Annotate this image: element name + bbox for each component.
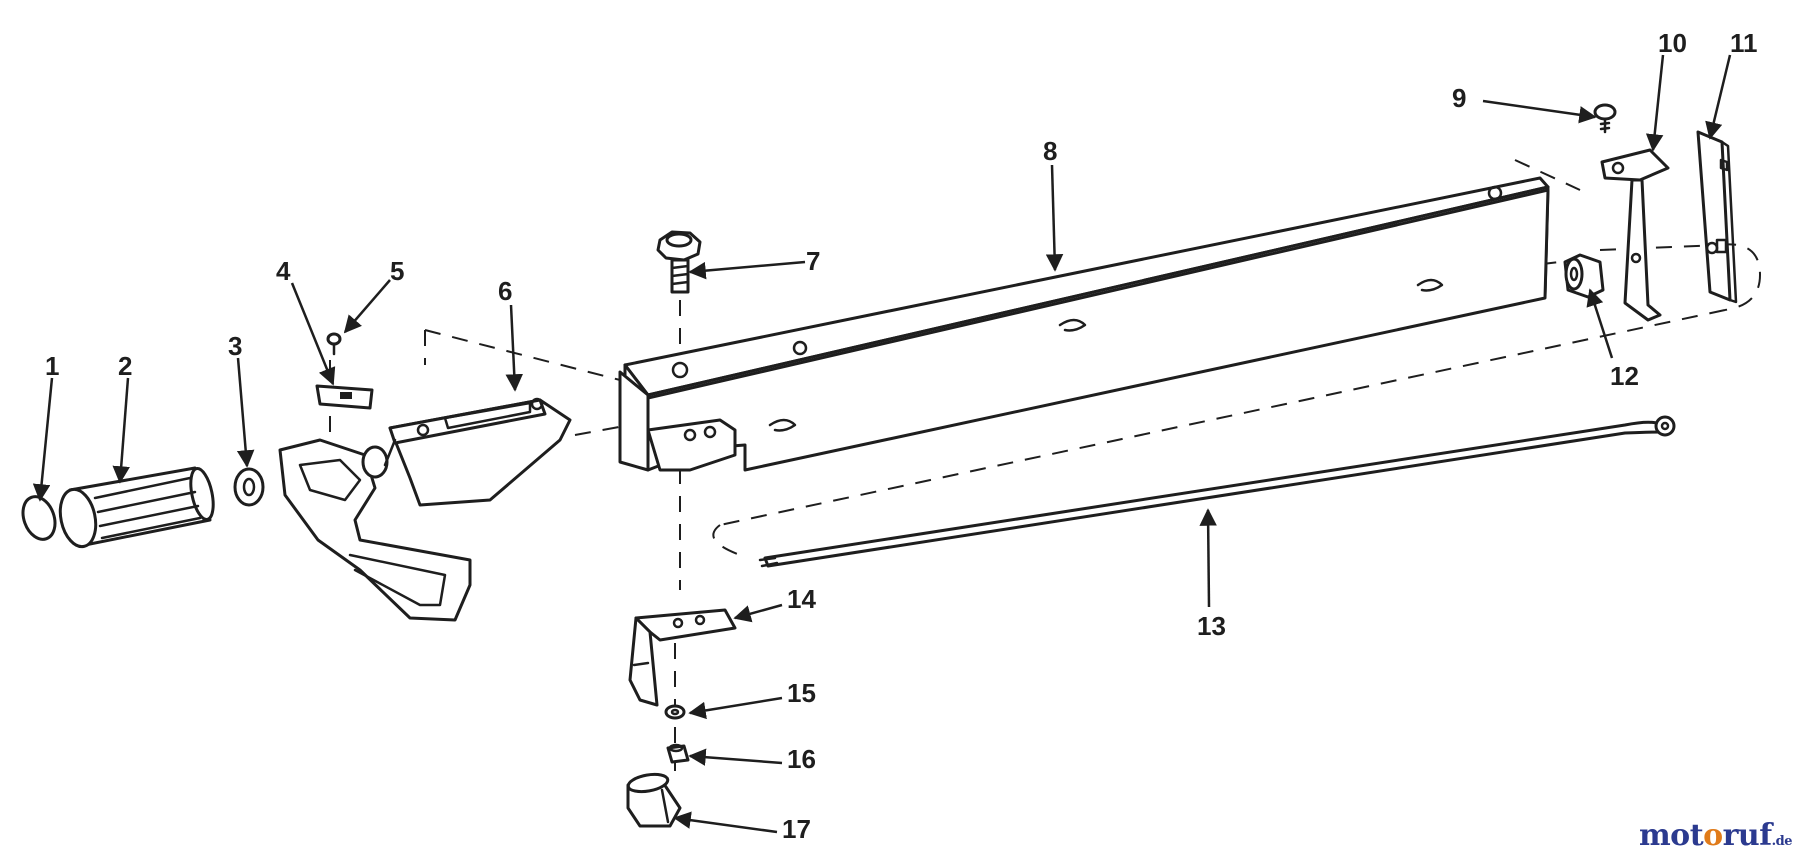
part-16-nut bbox=[666, 743, 690, 764]
callout-11: 11 bbox=[1730, 28, 1758, 58]
callout-15: 15 bbox=[787, 678, 816, 708]
part-13-rod bbox=[758, 415, 1676, 568]
callout-6: 6 bbox=[498, 276, 512, 306]
watermark-logo: motoruf.de bbox=[1638, 818, 1793, 853]
callout-8: 8 bbox=[1043, 136, 1057, 166]
callout-12: 12 bbox=[1610, 361, 1639, 391]
callout-5: 5 bbox=[390, 256, 404, 286]
callout-17: 17 bbox=[782, 814, 811, 844]
watermark-tld: .de bbox=[1771, 834, 1793, 849]
callout-10: 10 bbox=[1658, 28, 1687, 58]
part-12-cushion bbox=[1563, 253, 1605, 299]
part-9-screw bbox=[1593, 103, 1617, 134]
part-15-lock-washer bbox=[664, 704, 686, 720]
watermark-part2: o bbox=[1703, 818, 1723, 853]
part-4-clip bbox=[315, 384, 374, 410]
part-6-bracket bbox=[278, 397, 572, 622]
part-5-screw bbox=[326, 332, 342, 356]
callout-2: 2 bbox=[118, 351, 132, 381]
callout-14: 14 bbox=[787, 584, 816, 614]
leader-lines bbox=[32, 54, 1732, 834]
callout-1: 1 bbox=[45, 351, 59, 381]
watermark-part3: ruf bbox=[1722, 818, 1773, 853]
callout-7: 7 bbox=[806, 246, 820, 276]
watermark-part1: mot bbox=[1638, 818, 1704, 853]
callout-3: 3 bbox=[228, 331, 242, 361]
callout-9: 9 bbox=[1452, 83, 1466, 113]
callout-16: 16 bbox=[787, 744, 816, 774]
part-3-washer bbox=[233, 467, 265, 507]
part-1-end-cap bbox=[21, 495, 57, 541]
part-7-bolt bbox=[656, 230, 702, 294]
part-11-end-plate bbox=[1696, 130, 1738, 304]
callout-13: 13 bbox=[1197, 611, 1226, 641]
part-14-angle-bracket bbox=[628, 608, 737, 707]
callout-4: 4 bbox=[276, 256, 291, 286]
callouts: 1 2 3 4 5 6 7 8 9 10 11 12 13 14 15 16 1… bbox=[45, 28, 1758, 844]
part-10-end-bracket bbox=[1600, 148, 1670, 322]
part-8-arm bbox=[618, 176, 1550, 472]
part-2-knob bbox=[58, 466, 215, 549]
part-17-foot bbox=[626, 772, 682, 828]
